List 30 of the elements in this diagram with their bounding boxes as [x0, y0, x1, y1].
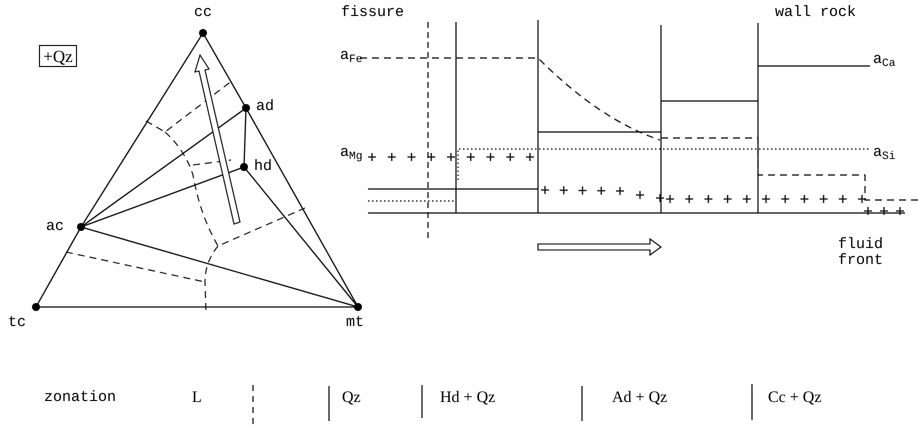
vertex-label: ad	[256, 98, 274, 116]
tie-line	[243, 111, 247, 164]
vertex-label: mt	[346, 314, 364, 332]
tie-line	[247, 110, 357, 304]
tie-line	[246, 169, 356, 305]
text-label: wall rock	[775, 5, 856, 21]
tie-line	[84, 168, 241, 226]
text-label: a$_{Si}$	[873, 145, 896, 161]
vertex-label: cc	[194, 4, 212, 22]
text-label: Ad + Qz	[612, 390, 668, 406]
text-label: a$_{Ca}$	[873, 52, 896, 68]
text-label: Cc + Qz	[768, 390, 822, 406]
tie-line	[84, 227, 355, 307]
tie-line	[83, 110, 244, 226]
text-label: fluid front	[838, 237, 882, 269]
tie-line	[204, 36, 245, 106]
text-label: zonation	[44, 390, 116, 406]
text-label: L	[192, 390, 202, 406]
label-box: +Qz	[39, 45, 77, 67]
vertex-label: ac	[46, 218, 64, 236]
text-label: Qz	[342, 390, 361, 406]
vertex-label: hd	[254, 158, 272, 176]
text-label: fissure	[341, 5, 404, 21]
tie-line	[40, 306, 354, 308]
text-label: a$_{Mg}$	[340, 145, 363, 161]
text-label: Hd + Qz	[440, 390, 496, 406]
tie-line	[82, 36, 202, 224]
vertex-label: tc	[8, 314, 26, 332]
text-label: a$_{Fe}$	[340, 48, 363, 64]
tie-line	[37, 230, 80, 304]
